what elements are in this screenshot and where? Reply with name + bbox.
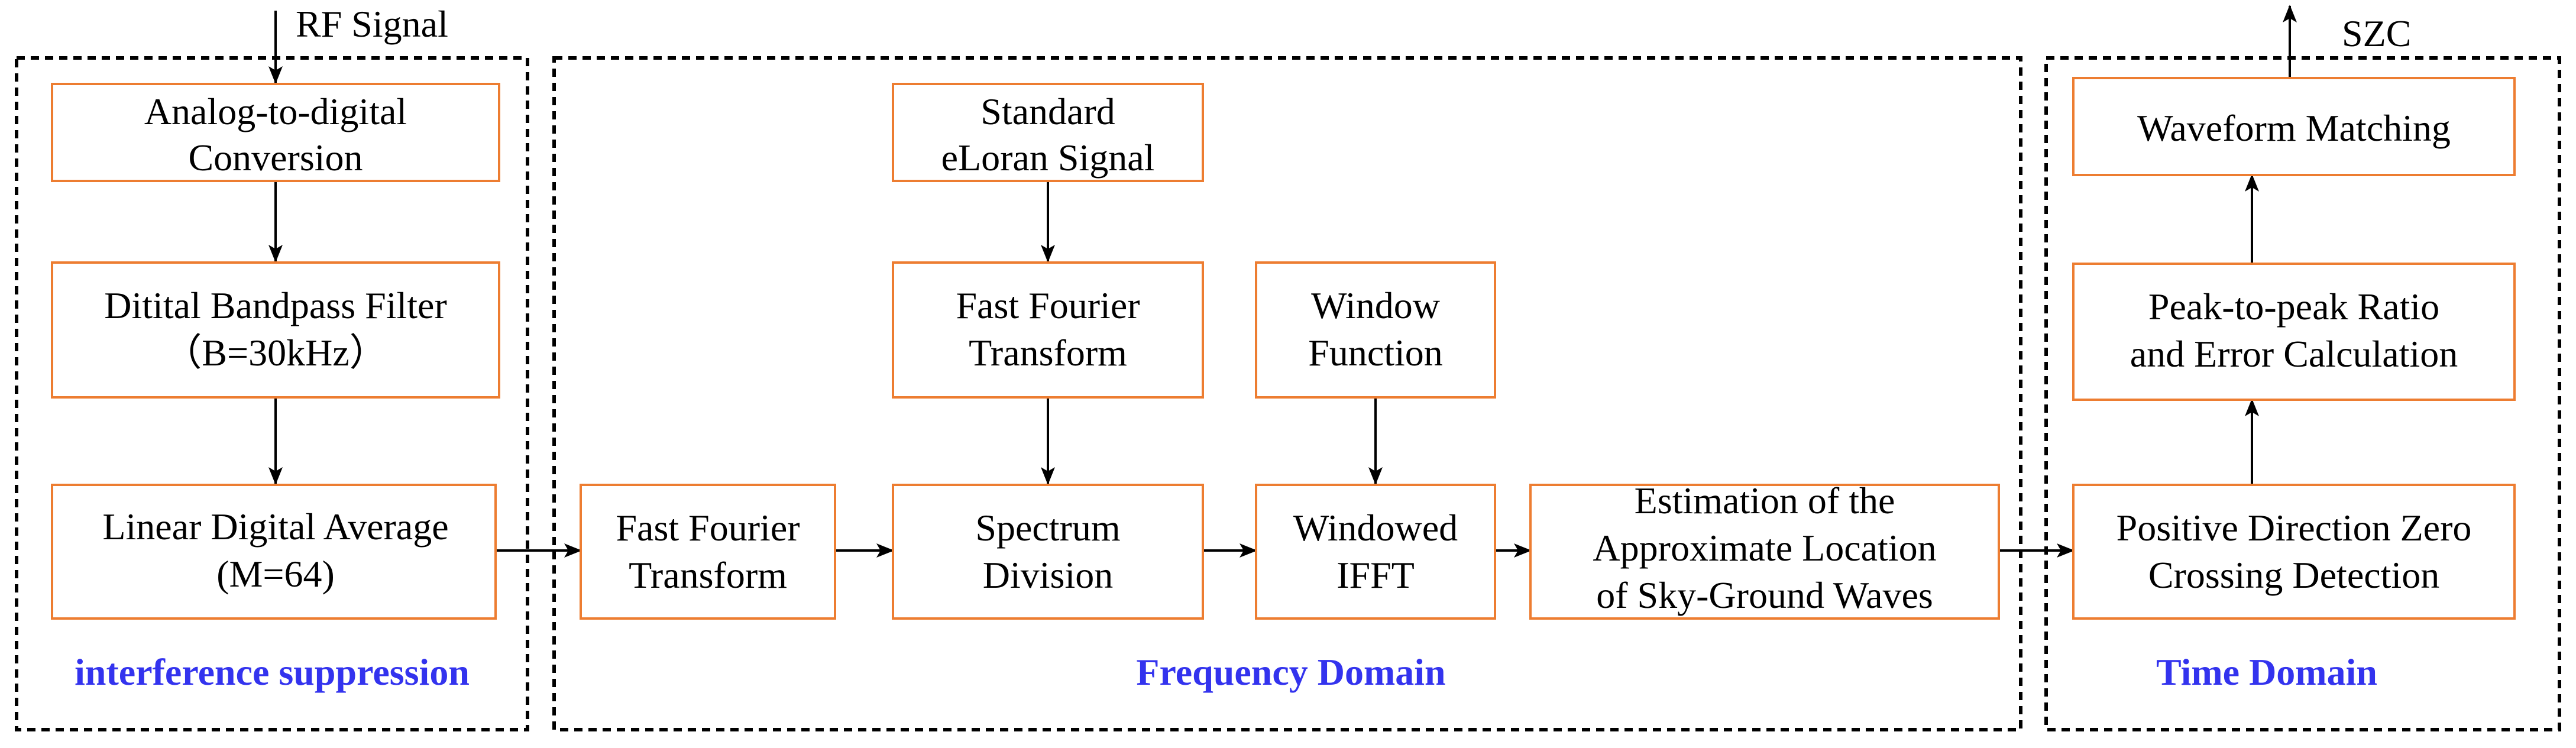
- box-bandpass-filter: Ditital Bandpass Filter （B=30kHz）: [51, 261, 500, 399]
- svg-text:Approximate Location: Approximate Location: [1593, 527, 1936, 569]
- box-fft-standard: Fast Fourier Transform: [892, 261, 1204, 399]
- svg-text:Crossing Detection: Crossing Detection: [2148, 554, 2439, 596]
- box-waveform-matching: Waveform Matching: [2072, 77, 2516, 176]
- svg-text:Fast Fourier: Fast Fourier: [616, 507, 800, 549]
- svg-text:Standard: Standard: [980, 90, 1115, 132]
- box-peak-ratio: Peak-to-peak Ratio and Error Calculation: [2072, 263, 2516, 401]
- box-location-estimation: Estimation of the Approximate Location o…: [1529, 480, 2000, 620]
- svg-text:Estimation of the: Estimation of the: [1635, 480, 1895, 522]
- svg-text:（B=30kHz）: （B=30kHz）: [164, 332, 387, 374]
- svg-text:eLoran Signal: eLoran Signal: [941, 137, 1155, 179]
- svg-text:Transform: Transform: [629, 554, 787, 596]
- svg-text:Peak-to-peak Ratio: Peak-to-peak Ratio: [2148, 286, 2439, 328]
- output-label: SZC: [2342, 12, 2411, 54]
- box-spectrum-division: Spectrum Division: [892, 484, 1204, 620]
- svg-text:Analog-to-digital: Analog-to-digital: [144, 90, 407, 132]
- svg-text:Fast Fourier: Fast Fourier: [956, 284, 1140, 326]
- group-label-interference: interference suppression: [75, 651, 470, 693]
- svg-text:and Error Calculation: and Error Calculation: [2130, 333, 2458, 375]
- box-standard-signal: Standard eLoran Signal: [892, 83, 1204, 182]
- input-label: RF Signal: [296, 3, 448, 45]
- svg-text:Positive Direction Zero: Positive Direction Zero: [2117, 507, 2472, 549]
- svg-text:of Sky-Ground Waves: of Sky-Ground Waves: [1596, 574, 1933, 616]
- svg-text:(M=64): (M=64): [216, 553, 335, 595]
- box-linear-average: Linear Digital Average (M=64): [51, 484, 497, 620]
- box-windowed-ifft: Windowed IFFT: [1255, 484, 1496, 620]
- group-label-frequency: Frequency Domain: [1136, 651, 1445, 693]
- box-fft-input: Fast Fourier Transform: [580, 484, 836, 620]
- svg-text:Windowed: Windowed: [1293, 507, 1458, 549]
- svg-text:Ditital Bandpass Filter: Ditital Bandpass Filter: [104, 284, 447, 326]
- group-label-time: Time Domain: [2156, 651, 2377, 693]
- svg-text:Division: Division: [983, 554, 1113, 596]
- svg-text:Spectrum: Spectrum: [975, 507, 1120, 549]
- svg-text:Waveform Matching: Waveform Matching: [2137, 107, 2451, 149]
- svg-text:Transform: Transform: [969, 332, 1127, 374]
- svg-text:IFFT: IFFT: [1336, 554, 1415, 596]
- svg-text:Function: Function: [1308, 332, 1443, 374]
- box-adc: Analog-to-digital Conversion: [51, 83, 500, 182]
- svg-text:Window: Window: [1311, 284, 1440, 326]
- svg-text:Conversion: Conversion: [188, 137, 363, 179]
- group-interference-suppression: [15, 56, 529, 731]
- box-window-function: Window Function: [1255, 261, 1496, 399]
- group-time-domain: [2044, 56, 2561, 731]
- svg-text:Linear Digital Average: Linear Digital Average: [102, 506, 448, 548]
- group-frequency-domain: [552, 56, 2022, 731]
- box-zero-crossing: Positive Direction Zero Crossing Detecti…: [2072, 484, 2516, 620]
